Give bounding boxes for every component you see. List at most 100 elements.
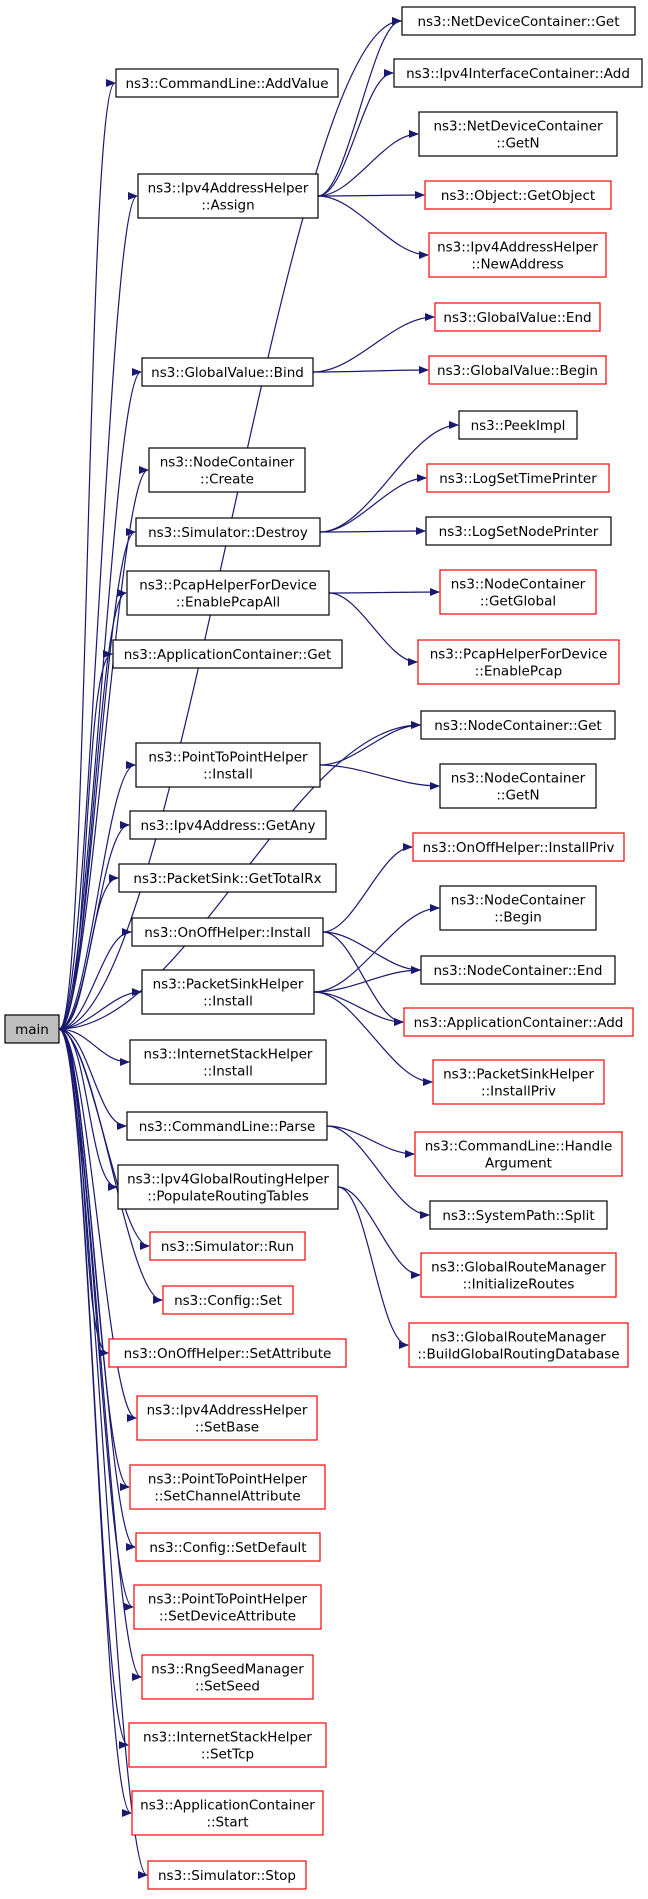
node-label: ::Begin	[494, 910, 542, 926]
node-nc-getglobal[interactable]: ns3::NodeContainer::GetGlobal	[439, 569, 597, 615]
node-p2p-install[interactable]: ns3::PointToPointHelper::Install	[135, 742, 321, 788]
node-label: ns3::PointToPointHelper	[148, 750, 308, 766]
edge-psh_install-to-ac_add	[313, 991, 404, 1026]
node-label: ns3::Simulator::Run	[161, 1239, 294, 1255]
node-label: ns3::Config::SetDefault	[149, 1540, 306, 1556]
node-box	[115, 68, 339, 98]
node-box	[439, 569, 597, 615]
node-label: ns3::ApplicationContainer::Add	[414, 1015, 624, 1031]
node-cl-parse[interactable]: ns3::CommandLine::Parse	[126, 1111, 328, 1141]
node-label: ns3::Ipv4Address::GetAny	[140, 818, 315, 834]
node-label: ::SetChannelAttribute	[154, 1489, 300, 1505]
node-iic-add[interactable]: ns3::Ipv4InterfaceContainer::Add	[393, 58, 643, 88]
node-pcap-all[interactable]: ns3::PcapHelperForDevice::EnablePcapAll	[126, 570, 330, 616]
node-sim-stop[interactable]: ns3::Simulator::Stop	[147, 1860, 307, 1890]
node-ip-setbase[interactable]: ns3::Ipv4AddressHelper::SetBase	[136, 1395, 318, 1441]
node-label: ns3::Ipv4AddressHelper	[437, 240, 598, 256]
node-ip-assign[interactable]: ns3::Ipv4AddressHelper::Assign	[137, 173, 319, 219]
node-cl-addvalue[interactable]: ns3::CommandLine::AddValue	[115, 68, 339, 98]
node-nc-get[interactable]: ns3::NodeContainer::Get	[420, 710, 616, 740]
node-peekimpl[interactable]: ns3::PeekImpl	[458, 410, 578, 440]
node-gv-begin[interactable]: ns3::GlobalValue::Begin	[428, 355, 607, 385]
node-label: ns3::OnOffHelper::InstallPriv	[423, 840, 615, 856]
node-ndc-get[interactable]: ns3::NetDeviceContainer::Get	[401, 6, 636, 36]
node-label: ns3::Simulator::Destroy	[148, 525, 308, 541]
edge-psh_install-to-nc_begin	[313, 904, 440, 993]
node-main[interactable]: main	[4, 1014, 60, 1044]
node-log-nodeprinter[interactable]: ns3::LogSetNodePrinter	[425, 516, 612, 546]
node-ip-newaddr[interactable]: ns3::Ipv4AddressHelper::NewAddress	[428, 232, 607, 278]
node-ndc-getn[interactable]: ns3::NetDeviceContainer::GetN	[418, 111, 618, 157]
node-label: ::InitializeRoutes	[463, 1277, 575, 1293]
node-box	[414, 1131, 623, 1177]
node-box	[131, 1790, 324, 1836]
node-ac-start[interactable]: ns3::ApplicationContainer::Start	[131, 1790, 324, 1836]
node-box	[129, 1039, 327, 1085]
node-grm-builddb[interactable]: ns3::GlobalRouteManager::BuildGlobalRout…	[408, 1322, 629, 1368]
node-box	[112, 639, 343, 669]
node-gv-end[interactable]: ns3::GlobalValue::End	[434, 302, 601, 332]
node-box	[420, 1252, 617, 1298]
node-box	[129, 1464, 326, 1510]
node-label: ns3::NetDeviceContainer::Get	[417, 14, 619, 30]
node-label: ns3::CommandLine::Parse	[139, 1119, 316, 1135]
node-box	[429, 1200, 608, 1230]
node-label: ns3::NodeContainer::Get	[434, 718, 601, 734]
node-nc-create[interactable]: ns3::NodeContainer::Create	[148, 447, 306, 493]
edge-gv_bind-to-gv_end	[312, 313, 435, 373]
node-cfg-set[interactable]: ns3::Config::Set	[162, 1285, 294, 1315]
node-log-timeprinter[interactable]: ns3::LogSetTimePrinter	[426, 463, 610, 493]
node-label: ns3::PcapHelperForDevice	[139, 578, 317, 594]
node-sim-destroy[interactable]: ns3::Simulator::Destroy	[135, 517, 321, 547]
node-grm-initroutes[interactable]: ns3::GlobalRouteManager::InitializeRoute…	[420, 1252, 617, 1298]
node-sp-split[interactable]: ns3::SystemPath::Split	[429, 1200, 608, 1230]
node-label: ns3::NetDeviceContainer	[433, 119, 603, 135]
edge-ip_assign-to-obj_getobject	[317, 191, 425, 200]
node-box	[128, 1722, 327, 1768]
edge-main-to-psh_install	[58, 988, 142, 1030]
node-label: ::Assign	[201, 198, 254, 214]
node-label: ns3::LogSetTimePrinter	[439, 471, 597, 487]
node-box	[149, 1231, 306, 1261]
node-ish-settcp[interactable]: ns3::InternetStackHelper::SetTcp	[128, 1722, 327, 1768]
node-nc-getn[interactable]: ns3::NodeContainer::GetN	[439, 763, 597, 809]
node-ac-add[interactable]: ns3::ApplicationContainer::Add	[403, 1007, 634, 1037]
node-cfg-setdefault[interactable]: ns3::Config::SetDefault	[135, 1532, 321, 1562]
node-ish-install[interactable]: ns3::InternetStackHelper::Install	[129, 1039, 327, 1085]
node-onoff-setattr[interactable]: ns3::OnOffHelper::SetAttribute	[108, 1338, 347, 1368]
edge-main-to-onoff_install	[58, 928, 132, 1030]
edge-main-to-cfg_setdefault	[58, 1028, 136, 1551]
edge-main-to-ps_gettotalrx	[58, 874, 119, 1030]
node-box	[137, 173, 319, 219]
edge-main-to-gv_bind	[58, 368, 142, 1030]
node-ps-gettotalrx[interactable]: ns3::PacketSink::GetTotalRx	[118, 863, 337, 893]
node-box	[129, 810, 327, 840]
node-psh-installpriv[interactable]: ns3::PacketSinkHelper::InstallPriv	[432, 1059, 605, 1105]
node-nc-end[interactable]: ns3::NodeContainer::End	[420, 955, 616, 985]
node-ipaddr-getany[interactable]: ns3::Ipv4Address::GetAny	[129, 810, 327, 840]
node-psh-install[interactable]: ns3::PacketSinkHelper::Install	[141, 969, 315, 1015]
node-label: ns3::NodeContainer::End	[434, 963, 603, 979]
node-label: ns3::PacketSink::GetTotalRx	[133, 871, 321, 887]
edge-main-to-ish_install	[58, 1028, 130, 1066]
node-onoff-install[interactable]: ns3::OnOffHelper::Install	[131, 917, 324, 947]
node-onoff-installpriv[interactable]: ns3::OnOffHelper::InstallPriv	[412, 832, 625, 862]
node-rng-setseed[interactable]: ns3::RngSeedManager::SetSeed	[141, 1654, 314, 1700]
edge-ip_assign-to-ndc_getn	[317, 130, 419, 197]
node-ac-get[interactable]: ns3::ApplicationContainer::Get	[112, 639, 343, 669]
node-label: ::GetN	[496, 136, 539, 152]
node-box	[428, 355, 607, 385]
node-nc-begin[interactable]: ns3::NodeContainer::Begin	[439, 885, 597, 931]
node-gv-bind[interactable]: ns3::GlobalValue::Bind	[141, 357, 314, 387]
node-pcap-enable[interactable]: ns3::PcapHelperForDevice::EnablePcap	[417, 639, 620, 685]
node-p2p-setdev[interactable]: ns3::PointToPointHelper::SetDeviceAttrib…	[133, 1584, 322, 1630]
node-gr-populate[interactable]: ns3::Ipv4GlobalRoutingHelper::PopulateRo…	[117, 1164, 339, 1210]
node-sim-run[interactable]: ns3::Simulator::Run	[149, 1231, 306, 1261]
edge-main-to-p2p_setdev	[58, 1028, 134, 1611]
edges	[58, 17, 459, 1879]
edge-cl_parse-to-sp_split	[326, 1125, 430, 1219]
node-obj-getobject[interactable]: ns3::Object::GetObject	[424, 180, 612, 210]
node-p2p-setchan[interactable]: ns3::PointToPointHelper::SetChannelAttri…	[129, 1464, 326, 1510]
node-box	[147, 1860, 307, 1890]
